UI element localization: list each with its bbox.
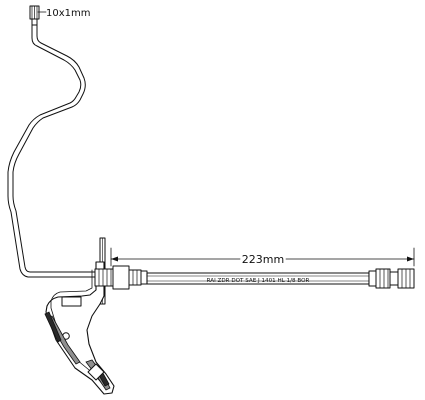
thread-spec-label: 10x1mm xyxy=(46,8,91,19)
steel-brake-pipe xyxy=(7,24,97,278)
length-dimension xyxy=(110,247,415,267)
union-fitting xyxy=(94,265,148,290)
hose-length-label: 223mm xyxy=(242,253,284,266)
top-fitting-nut xyxy=(29,5,40,26)
hose-print-text: RAI ZDR DOT SAE J 1401 HL 1/8 BOR xyxy=(207,278,310,284)
mounting-bracket xyxy=(44,237,115,395)
hose-end-fitting xyxy=(368,268,415,289)
